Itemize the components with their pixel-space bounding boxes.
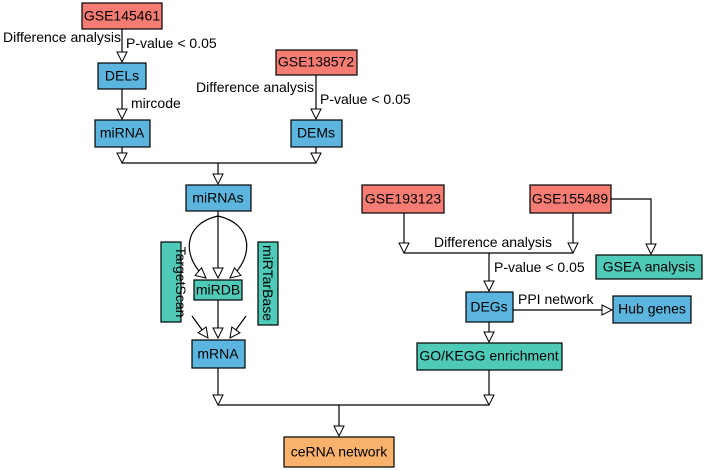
- label-difference-analysis-1: Difference analysis: [3, 29, 121, 45]
- node-mirdb-label: miRDB: [196, 282, 240, 298]
- nodes: GSE145461 DELs miRNA GSE138572 DEMs miRN…: [81, 2, 703, 468]
- node-gse145461: GSE145461: [81, 2, 163, 30]
- node-mrna: mRNA: [191, 339, 246, 369]
- connectors: [122, 29, 651, 436]
- node-dels: DELs: [97, 62, 147, 90]
- node-targetscan-label: TargetScan: [173, 247, 189, 318]
- label-difference-analysis-2: Difference analysis: [196, 79, 314, 95]
- node-gse145461-label: GSE145461: [84, 8, 160, 24]
- node-mirtarbase: miRTarBase: [257, 241, 279, 326]
- node-dels-label: DELs: [105, 68, 139, 84]
- node-go-kegg: GO/KEGG enrichment: [416, 342, 563, 371]
- node-gse138572-label: GSE138572: [278, 54, 354, 70]
- edge-targetscan-mrna: [191, 315, 208, 338]
- node-gsea-analysis: GSEA analysis: [595, 254, 703, 280]
- edge-gse155489-gsea: [611, 198, 651, 254]
- node-targetscan: TargetScan: [160, 241, 189, 323]
- node-gse138572: GSE138572: [275, 49, 358, 76]
- node-mirdb: miRDB: [193, 279, 243, 301]
- node-go-kegg-label: GO/KEGG enrichment: [419, 348, 558, 364]
- node-cerna-network: ceRNA network: [283, 436, 395, 468]
- label-difference-analysis-3: Difference analysis: [434, 234, 552, 250]
- edge-mirnas-mirdb-right: [217, 215, 248, 278]
- node-gse193123-label: GSE193123: [365, 191, 441, 207]
- node-hub-genes: Hub genes: [612, 295, 692, 324]
- node-dems: DEMs: [290, 119, 343, 148]
- label-mircode: mircode: [131, 95, 181, 111]
- node-dems-label: DEMs: [297, 125, 335, 141]
- edge-labels: Difference analysis P-value < 0.05 mirco…: [3, 29, 594, 307]
- node-gse155489: GSE155489: [529, 184, 612, 214]
- label-pvalue-1: P-value < 0.05: [126, 35, 217, 51]
- node-mirna-label: miRNA: [100, 125, 145, 141]
- label-pvalue-2: P-value < 0.05: [320, 91, 411, 107]
- node-cerna-label: ceRNA network: [291, 444, 388, 460]
- edge-mirtarbase-mrna: [230, 315, 247, 338]
- node-mrna-label: mRNA: [197, 346, 239, 362]
- edge-mirnas-mirdb-left: [188, 215, 219, 278]
- node-gse193123: GSE193123: [361, 184, 445, 214]
- node-gsea-label: GSEA analysis: [603, 259, 696, 275]
- label-pvalue-3: P-value < 0.05: [494, 259, 585, 275]
- node-mirtarbase-label: miRTarBase: [260, 245, 276, 321]
- node-gse155489-label: GSE155489: [532, 191, 608, 207]
- node-degs: DEGs: [465, 291, 514, 323]
- label-ppi-network: PPI network: [518, 291, 594, 307]
- node-degs-label: DEGs: [470, 299, 507, 315]
- node-hub-genes-label: Hub genes: [618, 301, 686, 317]
- node-mirnas: miRNAs: [185, 184, 252, 212]
- node-mirnas-label: miRNAs: [192, 190, 243, 206]
- node-mirna: miRNA: [94, 119, 151, 148]
